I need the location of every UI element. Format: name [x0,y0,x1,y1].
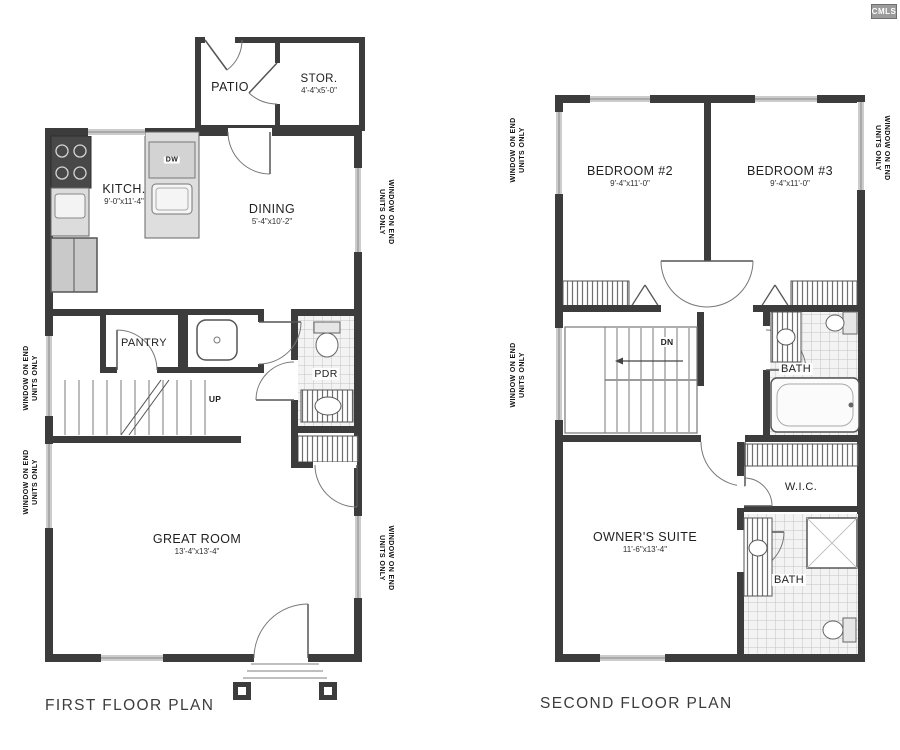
window-note: WINDOW ON END UNITS ONLY [377,525,394,591]
sink-icon [151,183,193,215]
bedroom2-label: BEDROOM #2 9'-4"x11'-0" [587,164,673,188]
front-porch [233,663,337,700]
kitchen-sink-icon [54,193,86,219]
water-heater-icon [196,319,238,361]
vanity [770,311,802,363]
window-note: WINDOW ON END UNITS ONLY [377,179,394,245]
owner-bath-fixtures [743,517,858,643]
powder-vanity [300,389,354,423]
window-note: WINDOW ON END UNITS ONLY [873,115,890,181]
pantry-label: PANTRY [120,337,168,349]
toilet-icon [842,617,857,643]
stair-hall-wall [49,436,241,443]
second-floor-plan: BEDROOM #2 9'-4"x11'-0" BEDROOM #3 9'-4"… [505,80,895,680]
bathtub-icon [770,377,860,433]
powder-room [255,309,362,433]
powder-label: PDR [312,368,340,380]
kitchen-fixtures [50,131,200,293]
dn-label: DN [658,337,676,347]
patio-storage-annex [195,37,365,131]
first-floor-title: FIRST FLOOR PLAN [45,697,215,714]
closet-shelving [562,280,859,467]
doors [227,128,309,662]
kitchen-label: KITCH. 9'-0"x11'-4" [102,182,146,206]
cmls-logo: CMLS [871,4,897,19]
first-floor-plan: PATIO STOR. 4'-4"x5'-0" KITCH. 9'-0"x11'… [25,32,395,702]
sink-icon [748,539,768,557]
second-floor-drawing [555,95,865,662]
great-room-label: GREAT ROOM 13'-4"x13'-4" [152,532,242,556]
windows [555,95,865,662]
window-note: WINDOW ON END UNITS ONLY [510,117,527,183]
stove-icon [50,135,92,189]
dishwasher-label: DW [163,156,181,164]
stairs-down [564,326,698,434]
wic-label: W.I.C. [782,481,820,493]
hall-bath-fixtures [770,311,860,433]
pantry-and-closet [49,309,302,374]
bedroom3-label: BEDROOM #3 9'-4"x11'-0" [747,164,833,188]
first-floor-drawing [45,37,365,700]
owners-suite-label: OWNER'S SUITE 11'-6"x13'-4" [592,530,698,554]
dining-label: DINING 5'-4"x10'-2" [248,202,296,226]
window-note: WINDOW ON END UNITS ONLY [23,449,40,515]
up-label: UP [206,394,224,404]
owner-bath-label: BATH [771,574,807,586]
window-note: WINDOW ON END UNITS ONLY [23,345,40,411]
toilet-icon [842,311,858,335]
window-note: WINDOW ON END UNITS ONLY [510,342,527,408]
coat-closet [291,430,362,508]
stairs-up [64,379,206,436]
windows [45,128,362,662]
sink-icon [776,328,796,346]
storage-label: STOR. 4'-4"x5'-0" [300,73,338,95]
patio-label: PATIO [211,80,249,94]
second-floor-title: SECOND FLOOR PLAN [540,695,733,712]
hall-bath-label: BATH [778,363,814,375]
toilet-icon [313,321,341,358]
vanity [743,517,773,597]
